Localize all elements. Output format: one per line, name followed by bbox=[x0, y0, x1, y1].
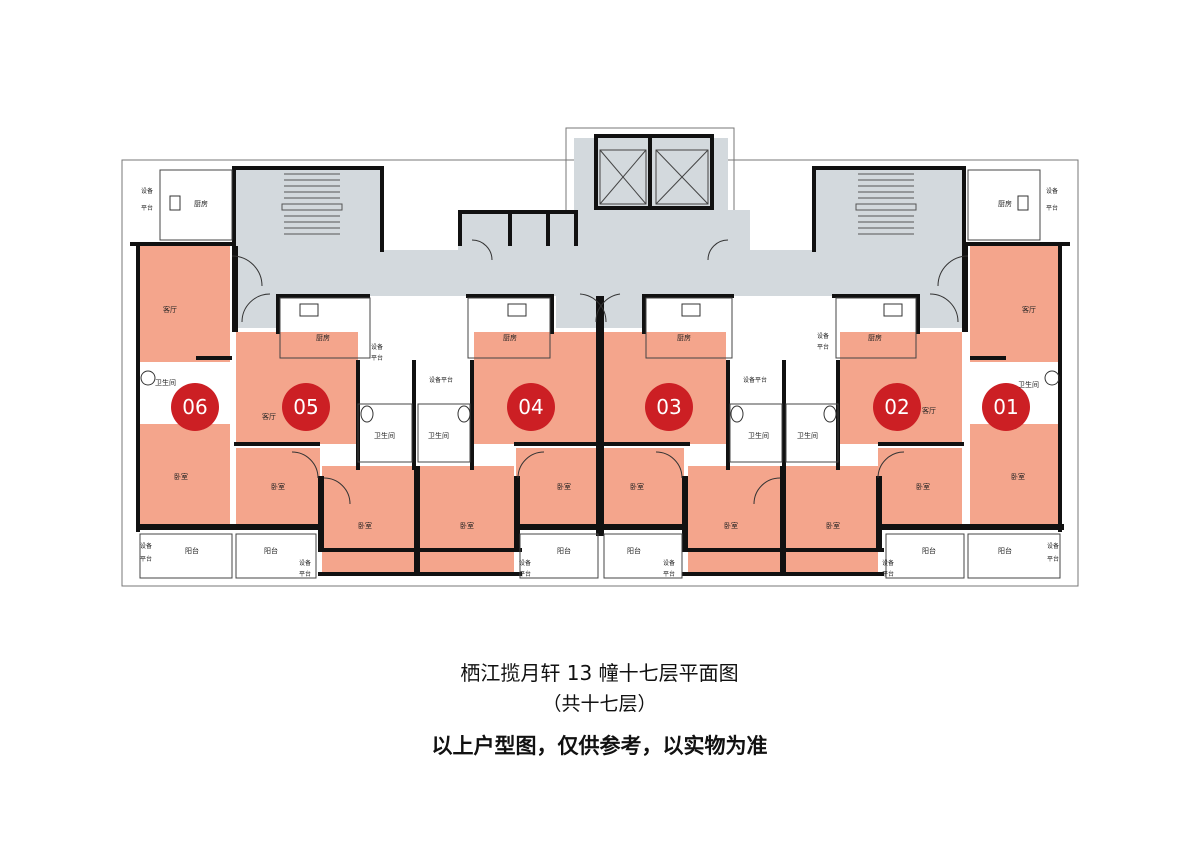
common-area bbox=[232, 138, 968, 328]
label-bathroom-01: 卫生间 bbox=[1018, 380, 1039, 389]
label-bathroom-02: 卫生间 bbox=[797, 431, 818, 440]
label-equip-02-a: 设备 bbox=[817, 332, 829, 340]
label-balcony-03: 阳台 bbox=[627, 546, 641, 555]
label-equip-05-d: 平台 bbox=[299, 570, 311, 578]
label-balcony-06: 阳台 bbox=[185, 546, 199, 555]
label-equip-05-c: 设备 bbox=[299, 559, 311, 567]
label-equip-05-b: 平台 bbox=[371, 354, 383, 362]
label-bathroom-04: 卫生间 bbox=[428, 431, 449, 440]
label-kitchen-02: 厨房 bbox=[868, 333, 882, 342]
label-balcony-01: 阳台 bbox=[998, 546, 1012, 555]
label-kitchen-01: 厨房 bbox=[998, 199, 1012, 208]
label-living-02: 客厅 bbox=[922, 406, 936, 415]
label-equip-06-bot-b: 平台 bbox=[140, 555, 152, 563]
unit-number-06: 06 bbox=[182, 395, 207, 419]
label-kitchen-05: 厨房 bbox=[316, 333, 330, 342]
label-bathroom-06: 卫生间 bbox=[155, 378, 176, 387]
label-living-06: 客厅 bbox=[163, 305, 177, 314]
door-swings bbox=[231, 239, 969, 505]
label-equip-04-a: 设备 bbox=[519, 559, 531, 567]
thin-partitions bbox=[139, 149, 1061, 579]
unit-badge-06: 06 bbox=[171, 383, 219, 431]
label-bedroom-05a: 卧室 bbox=[271, 482, 285, 491]
unit-05-bedroom-a bbox=[236, 448, 320, 528]
unit-04-bedroom-a bbox=[516, 448, 596, 528]
unit-03-bedroom-b bbox=[688, 466, 782, 576]
floor-plan: 客厅 卧室 卫生间 厨房 阳台 设备 平台 设备 平台 客厅 卧室 卧室 厨房 … bbox=[121, 127, 1079, 587]
unit-badges: 06 05 04 03 02 01 bbox=[171, 383, 1030, 431]
label-kitchen-04: 厨房 bbox=[503, 333, 517, 342]
label-bedroom-02b: 卧室 bbox=[826, 521, 840, 530]
unit-badge-01: 01 bbox=[982, 383, 1030, 431]
label-bedroom-06: 卧室 bbox=[174, 472, 188, 481]
unit-number-02: 02 bbox=[884, 395, 909, 419]
label-equip-03-c: 设备平台 bbox=[743, 376, 767, 384]
unit-04-bedroom-b bbox=[420, 466, 514, 576]
label-equip-05-e: 设备平台 bbox=[429, 376, 453, 384]
label-equip-03-a: 设备 bbox=[663, 559, 675, 567]
disclaimer-note: 以上户型图，仅供参考，以实物为准 bbox=[431, 734, 768, 758]
label-balcony-05: 阳台 bbox=[264, 546, 278, 555]
unit-05-bedroom-b bbox=[322, 466, 416, 576]
unit-number-03: 03 bbox=[656, 395, 681, 419]
label-bedroom-04a: 卧室 bbox=[557, 482, 571, 491]
label-equip-01-top-b: 平台 bbox=[1046, 204, 1058, 212]
bathroom-fixtures bbox=[140, 195, 1060, 423]
room-labels: 客厅 卧室 卫生间 厨房 阳台 设备 平台 设备 平台 客厅 卧室 卧室 厨房 … bbox=[140, 187, 1059, 578]
label-equip-02-b: 平台 bbox=[817, 343, 829, 351]
label-bathroom-05: 卫生间 bbox=[374, 431, 395, 440]
unit-01-living bbox=[970, 246, 1062, 362]
unit-number-05: 05 bbox=[293, 395, 318, 419]
unit-01-bedroom bbox=[970, 424, 1062, 528]
stair-treads bbox=[281, 173, 917, 235]
label-equip-02-d: 平台 bbox=[882, 570, 894, 578]
label-bedroom-02a: 卧室 bbox=[916, 482, 930, 491]
label-equip-01-bot-b: 平台 bbox=[1047, 555, 1059, 563]
label-living-05: 客厅 bbox=[262, 412, 276, 421]
unit-badge-02: 02 bbox=[873, 383, 921, 431]
unit-badge-05: 05 bbox=[282, 383, 330, 431]
plan-subtitle: （共十七层） bbox=[542, 693, 657, 715]
label-bedroom-05b: 卧室 bbox=[358, 521, 372, 530]
unit-02-bedroom-a bbox=[878, 448, 962, 528]
unit-badge-03: 03 bbox=[645, 383, 693, 431]
label-bedroom-03a: 卧室 bbox=[630, 482, 644, 491]
label-equip-03-b: 平台 bbox=[663, 570, 675, 578]
label-equip-04-b: 平台 bbox=[519, 570, 531, 578]
label-equip-06-top-b: 平台 bbox=[141, 204, 153, 212]
label-living-01: 客厅 bbox=[1022, 305, 1036, 314]
label-kitchen-06: 厨房 bbox=[194, 199, 208, 208]
label-equip-01-top-a: 设备 bbox=[1046, 187, 1058, 195]
label-equip-02-c: 设备 bbox=[882, 559, 894, 567]
plan-title: 栖江揽月轩 13 幢十七层平面图 bbox=[460, 661, 739, 685]
label-balcony-02: 阳台 bbox=[922, 546, 936, 555]
unit-badge-04: 04 bbox=[507, 383, 555, 431]
label-equip-01-bot-a: 设备 bbox=[1047, 542, 1059, 550]
label-bedroom-04b: 卧室 bbox=[460, 521, 474, 530]
label-equip-06-top-a: 设备 bbox=[141, 187, 153, 195]
unit-number-01: 01 bbox=[993, 395, 1018, 419]
unit-02-bedroom-b bbox=[784, 466, 878, 576]
unit-number-04: 04 bbox=[518, 395, 543, 419]
label-bedroom-01: 卧室 bbox=[1011, 472, 1025, 481]
label-kitchen-03: 厨房 bbox=[677, 333, 691, 342]
unit-06-living bbox=[138, 246, 230, 362]
walls bbox=[130, 134, 1070, 576]
label-equip-06-bot-a: 设备 bbox=[140, 542, 152, 550]
label-bathroom-03: 卫生间 bbox=[748, 431, 769, 440]
label-balcony-04: 阳台 bbox=[557, 546, 571, 555]
unit-06-bedroom bbox=[138, 424, 230, 528]
label-bedroom-03b: 卧室 bbox=[724, 521, 738, 530]
unit-03-bedroom-a bbox=[604, 448, 684, 528]
label-equip-05-a: 设备 bbox=[371, 343, 383, 351]
unit-areas bbox=[138, 246, 1062, 576]
